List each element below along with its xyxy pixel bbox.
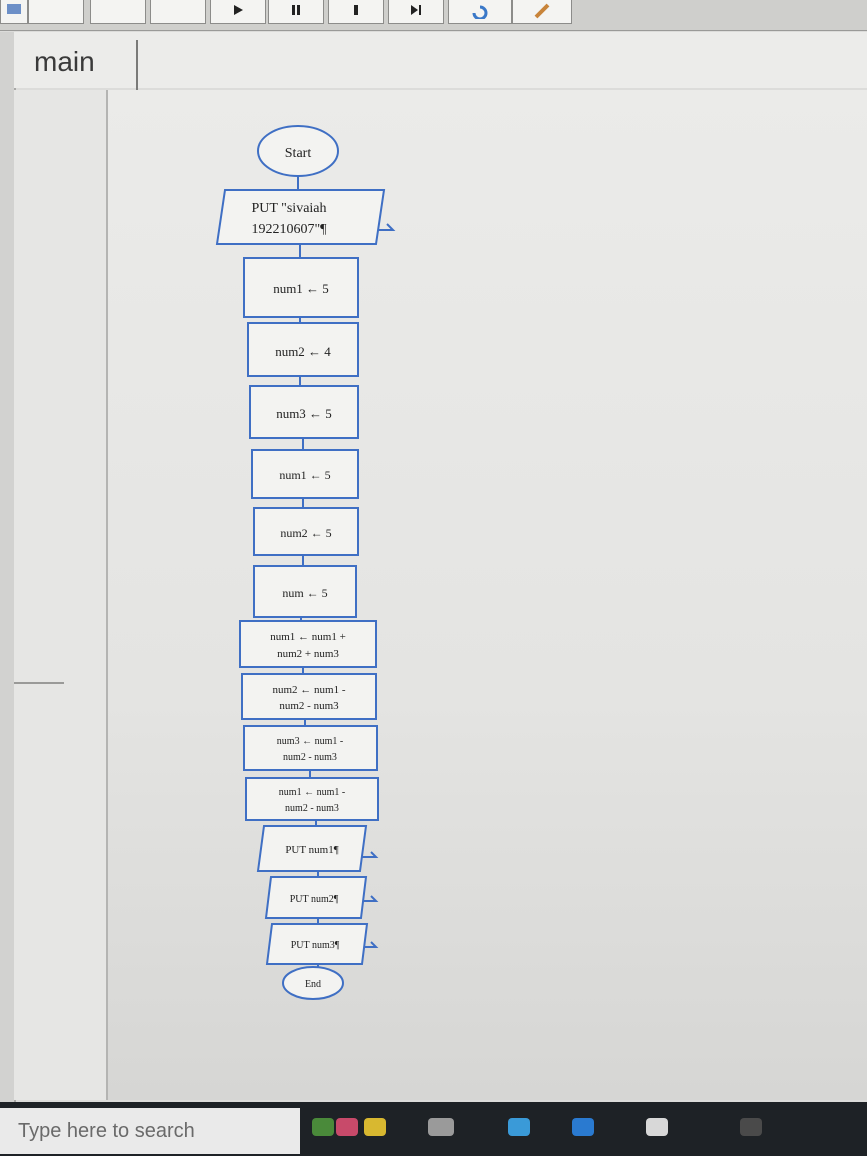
assign-num1b-label: num1 ← 5 <box>279 468 330 482</box>
calc3-line2: num2 - num3 <box>283 752 337 763</box>
start-label: Start <box>285 146 312 161</box>
browser-icon[interactable] <box>508 1118 530 1136</box>
undo-icon[interactable] <box>448 0 512 24</box>
assign-num2b-box <box>253 507 359 556</box>
assign-num2-label: num2 ← 4 <box>275 344 331 359</box>
stop-icon[interactable] <box>328 0 384 24</box>
taskbar: Type here to search <box>0 1102 867 1156</box>
calc4-line1: num1 ← num1 - <box>279 787 345 798</box>
calc4-line2: num2 - num3 <box>285 803 339 814</box>
toolbar-button[interactable] <box>90 0 146 24</box>
assign-num-box <box>253 565 357 618</box>
calc2-line2: num2 - num3 <box>279 700 339 712</box>
assign-num1-box <box>243 257 359 318</box>
tab-main[interactable]: main <box>34 40 138 96</box>
put-num1-node <box>256 825 368 872</box>
put-num1-label: PUT num1¶ <box>285 844 338 856</box>
assign-num1-label: num1 ← 5 <box>273 281 329 296</box>
edit-icon[interactable] <box>512 0 572 24</box>
step-icon[interactable] <box>388 0 444 24</box>
divider <box>14 682 64 684</box>
app-icon[interactable] <box>572 1118 594 1136</box>
calc1-line1: num1 ← num1 + <box>270 631 346 643</box>
calc3-line1: num3 ← num1 - <box>277 736 343 747</box>
flowchart-shapes: Start PUT "sivaiah 192210607"¶ num1 ← 5 … <box>215 125 386 1000</box>
put-num3-label: PUT num3¶ <box>291 940 340 951</box>
toolbar-button[interactable] <box>28 0 84 24</box>
calc2-line1: num2 ← num1 - <box>272 684 345 696</box>
put-num2-node <box>264 876 368 919</box>
output-line2: 192210607"¶ <box>251 222 327 237</box>
output-line1: PUT "sivaiah <box>251 201 326 216</box>
new-icon[interactable] <box>0 0 28 24</box>
output-node <box>215 189 386 245</box>
side-panel <box>14 90 108 1100</box>
end-label: End <box>305 979 321 990</box>
calc3-box <box>243 725 378 771</box>
toolbar <box>0 0 867 31</box>
assign-num2b-label: num2 ← 5 <box>280 526 331 540</box>
put-num2-label: PUT num2¶ <box>290 894 339 905</box>
calc4-box <box>245 777 379 821</box>
app-icon[interactable] <box>312 1118 334 1136</box>
run-icon[interactable] <box>210 0 266 24</box>
tab-bar: main <box>14 32 867 96</box>
app-icon[interactable] <box>364 1118 386 1136</box>
calc2-box <box>241 673 377 720</box>
app-icon[interactable] <box>740 1118 762 1136</box>
app-icon[interactable] <box>336 1118 358 1136</box>
put-num3-node <box>265 923 369 965</box>
flowchart-canvas[interactable]: Start PUT "sivaiah 192210607"¶ num1 ← 5 … <box>108 90 867 1100</box>
assign-num3-box <box>249 385 359 439</box>
app-icon[interactable] <box>646 1118 668 1136</box>
assign-num3-label: num3 ← 5 <box>276 406 332 421</box>
assign-num-label: num ← 5 <box>282 586 327 600</box>
end-node <box>282 966 344 1000</box>
start-node <box>257 125 339 177</box>
assign-num1b-box <box>251 449 359 499</box>
assign-num2-box <box>247 322 359 377</box>
task-view-icon[interactable] <box>428 1118 454 1136</box>
pause-icon[interactable] <box>268 0 324 24</box>
toolbar-button[interactable] <box>150 0 206 24</box>
taskbar-search-input[interactable]: Type here to search <box>0 1108 300 1154</box>
calc1-box <box>239 620 377 668</box>
calc1-line2: num2 + num3 <box>277 648 339 660</box>
